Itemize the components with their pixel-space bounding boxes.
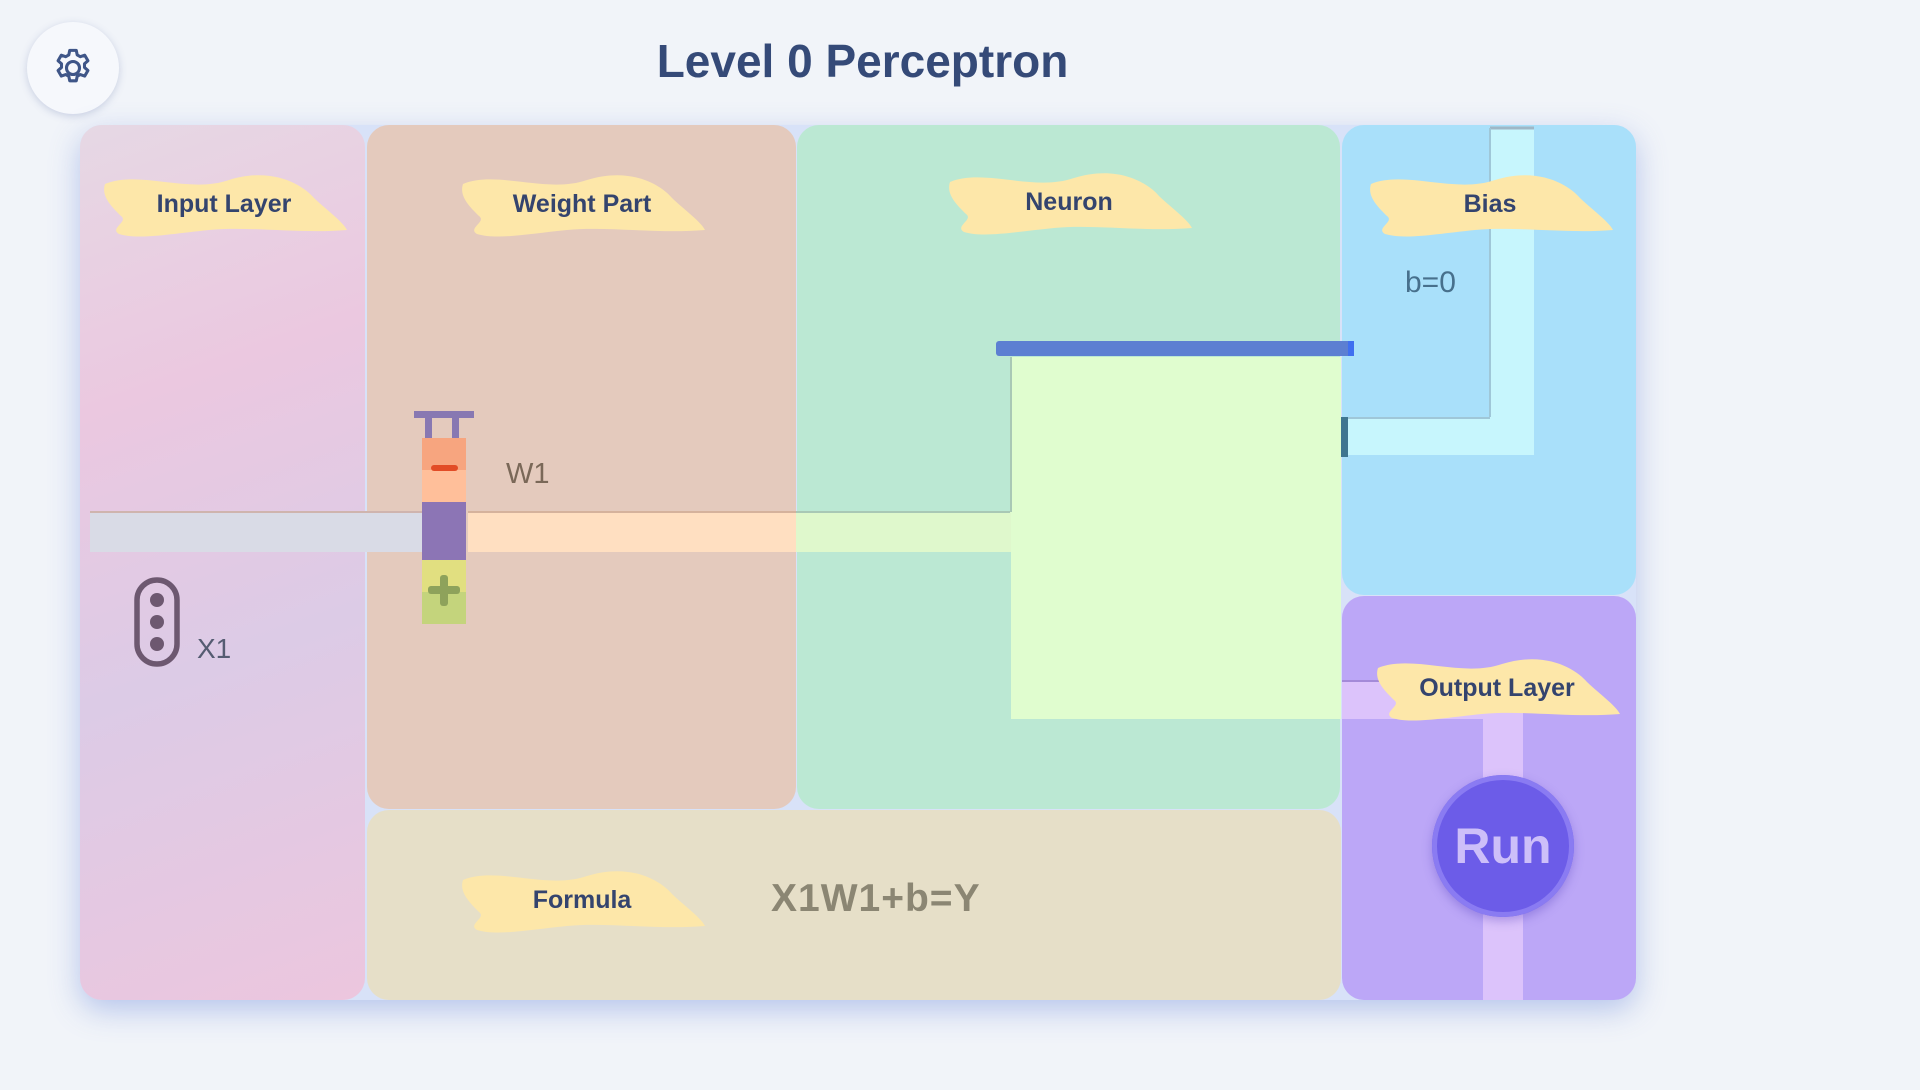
weight-slider-knob[interactable] [422, 502, 466, 560]
weight-w1-label: W1 [506, 458, 550, 490]
input-pipe [90, 512, 422, 552]
input-layer-panel [80, 125, 365, 1000]
settings-button[interactable] [27, 22, 119, 114]
weight-part-label: Weight Part [457, 168, 707, 240]
bias-label: Bias [1365, 168, 1615, 240]
run-button[interactable]: Run [1432, 775, 1574, 917]
weight-increase-button[interactable] [422, 560, 466, 624]
bias-value: b=0 [1405, 266, 1456, 299]
bias-connector [1341, 417, 1348, 457]
formula-expression: X1W1+b=Y [771, 877, 981, 920]
minus-icon [431, 465, 458, 471]
neuron-label: Neuron [944, 166, 1194, 238]
neuron-body [1011, 357, 1341, 719]
weighted-pipe [468, 512, 796, 552]
neuron-top-bar [996, 341, 1354, 356]
gear-icon [56, 48, 90, 83]
input-layer-label: Input Layer [99, 168, 349, 240]
weight-decrease-button[interactable] [422, 438, 466, 510]
input-x1-label: X1 [197, 633, 232, 664]
formula-label: Formula [457, 864, 707, 936]
page-title: Level 0 Perceptron [656, 35, 1069, 87]
output-layer-label: Output Layer [1372, 652, 1622, 724]
input-node-icon[interactable] [132, 576, 182, 668]
neuron-input-pipe [796, 512, 1012, 552]
weight-control [414, 411, 474, 624]
